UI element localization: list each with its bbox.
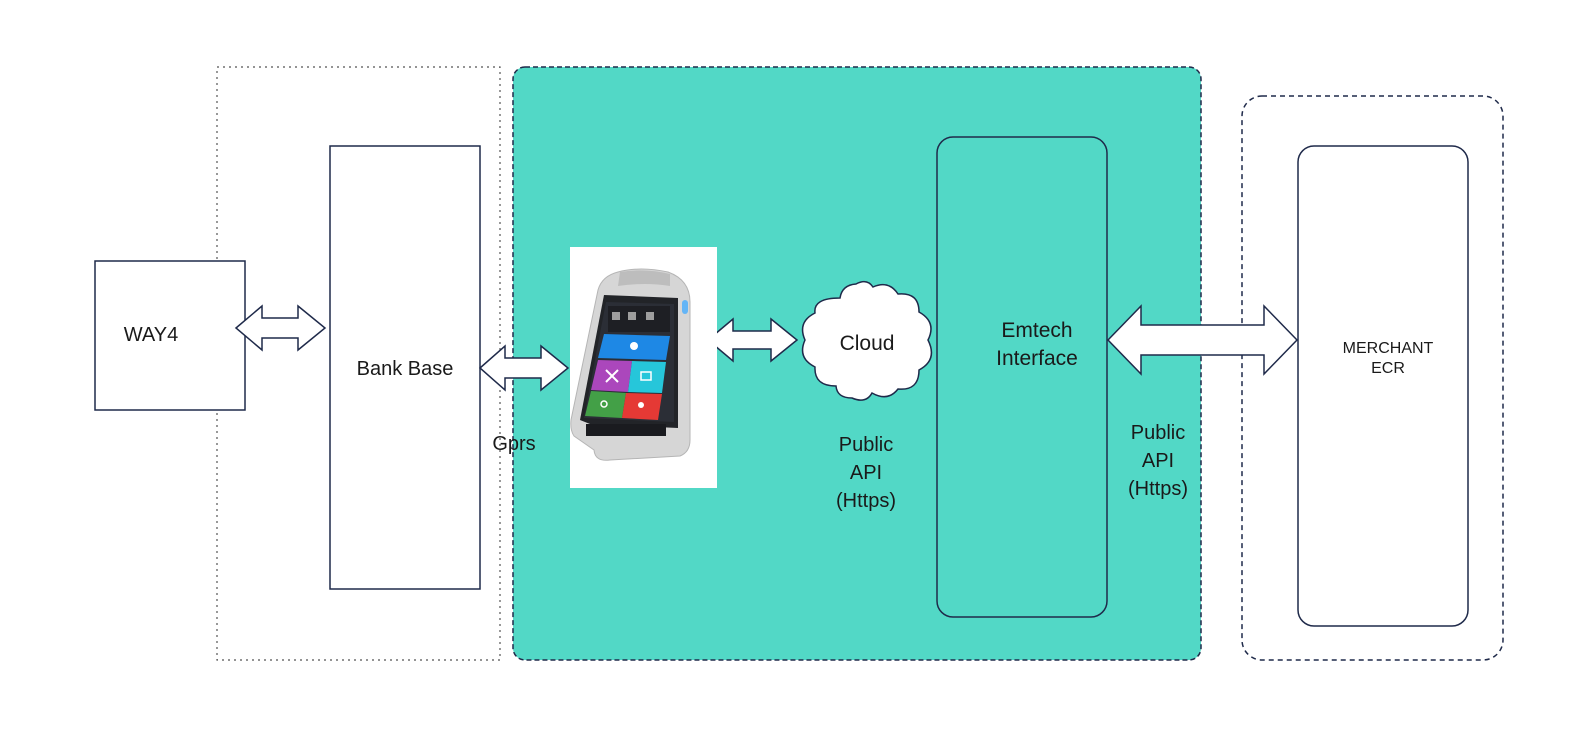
merchant-line-1: MERCHANT bbox=[1342, 340, 1434, 357]
merchant-zone-border bbox=[1241, 95, 1504, 661]
cloud-api-line-3: (Https) bbox=[836, 490, 896, 512]
cloud-api-line-2: API bbox=[849, 462, 883, 484]
merchant-api-line-1: Public bbox=[1130, 422, 1186, 444]
merchant-ecr-box bbox=[1297, 145, 1469, 627]
cloud-api-line-1: Public bbox=[838, 434, 894, 456]
way4-label: WAY4 bbox=[123, 324, 179, 346]
arrow-pos-cloud bbox=[706, 317, 799, 363]
emtech-interface-box bbox=[936, 136, 1108, 618]
cloud-label: Cloud bbox=[839, 332, 895, 355]
arrow-emtech-merchant bbox=[1106, 304, 1299, 376]
arrow-way4-bankbase bbox=[234, 304, 327, 352]
arrow-bankbase-pos bbox=[478, 344, 570, 392]
merchant-api-line-3: (Https) bbox=[1128, 478, 1188, 500]
emtech-interface-label: Emtech Interface bbox=[937, 317, 1137, 373]
emtech-line-2: Interface bbox=[996, 347, 1078, 370]
merchant-api-line-2: API bbox=[1141, 450, 1175, 472]
cloud-shape bbox=[801, 280, 933, 401]
merchant-api-label: Public API (Https) bbox=[1108, 419, 1208, 503]
way4-box bbox=[94, 260, 246, 411]
cloud-api-label: Public API (Https) bbox=[816, 431, 916, 515]
merchant-ecr-label: MERCHANT ECR bbox=[1298, 339, 1478, 379]
bank-base-label: Bank Base bbox=[356, 358, 454, 380]
pos-terminal-image bbox=[570, 247, 717, 488]
bank-base-box bbox=[329, 145, 481, 590]
emtech-line-1: Emtech bbox=[1001, 319, 1073, 342]
merchant-line-2: ECR bbox=[1371, 360, 1405, 377]
gprs-label: Gprs bbox=[492, 433, 536, 455]
